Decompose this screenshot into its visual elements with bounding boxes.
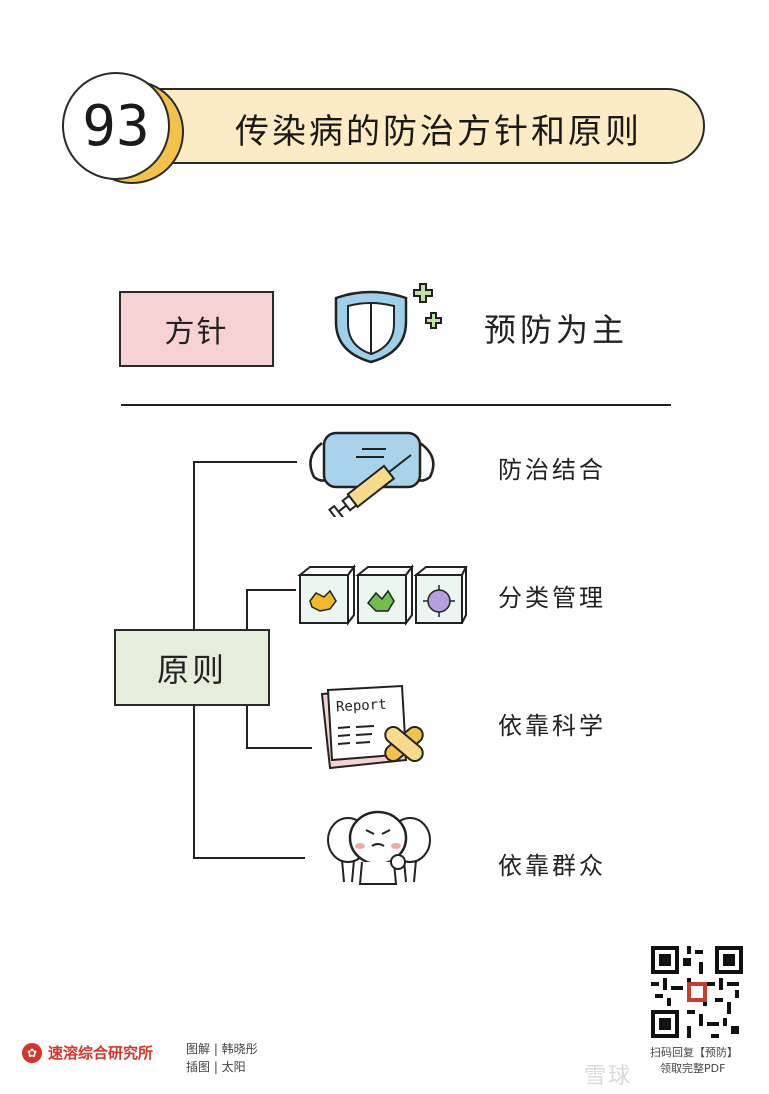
principle-item-4: 依靠群众 bbox=[498, 852, 606, 880]
report-label: Report bbox=[335, 696, 387, 716]
credit-drawing: 插图 | 太阳 bbox=[186, 1060, 246, 1074]
mask-syringe-icon bbox=[309, 431, 435, 517]
report-icon: Report bbox=[312, 684, 434, 772]
connector-line bbox=[246, 706, 248, 748]
connector-line bbox=[193, 461, 195, 629]
org-logo: ✿ 速溶综合研究所 bbox=[22, 1042, 153, 1063]
org-logo-icon: ✿ bbox=[22, 1042, 42, 1063]
principle-label-box: 原则 bbox=[114, 629, 270, 706]
connector-line bbox=[193, 461, 297, 463]
qr-caption-1: 扫码回复【预防】 bbox=[650, 1046, 738, 1059]
shield-icon bbox=[334, 283, 442, 364]
org-name: 速溶综合研究所 bbox=[48, 1044, 154, 1062]
policy-label-box: 方针 bbox=[119, 291, 274, 367]
watermark: 雪球 bbox=[584, 1064, 633, 1089]
section-divider bbox=[121, 404, 671, 406]
virus-box-yellow bbox=[297, 564, 356, 626]
virus-boxes-icon bbox=[297, 564, 468, 626]
crowd-icon bbox=[327, 810, 431, 885]
page-title: 传染病的防治方针和原则 bbox=[235, 112, 642, 152]
plus-icon bbox=[413, 283, 433, 303]
qr-caption-2: 领取完整PDF bbox=[660, 1062, 726, 1075]
connector-line bbox=[246, 589, 296, 591]
number-badge: 93 bbox=[62, 72, 170, 180]
virus-box-green bbox=[355, 564, 414, 626]
connector-line bbox=[246, 747, 312, 749]
connector-line bbox=[193, 857, 305, 859]
connector-line bbox=[193, 706, 195, 858]
virus-box-purple bbox=[413, 566, 468, 624]
report-drawing bbox=[320, 684, 424, 770]
policy-text: 预防为主 bbox=[484, 311, 629, 349]
principle-item-2: 分类管理 bbox=[498, 584, 606, 612]
title-banner bbox=[105, 88, 705, 164]
plus-icon-small bbox=[425, 312, 442, 329]
principle-item-1: 防治结合 bbox=[498, 456, 606, 484]
qr-code-icon bbox=[651, 946, 743, 1038]
connector-line bbox=[246, 589, 248, 629]
credit-illustration: 图解 | 韩晓彤 bbox=[186, 1042, 258, 1056]
principle-item-3: 依靠科学 bbox=[498, 712, 606, 740]
